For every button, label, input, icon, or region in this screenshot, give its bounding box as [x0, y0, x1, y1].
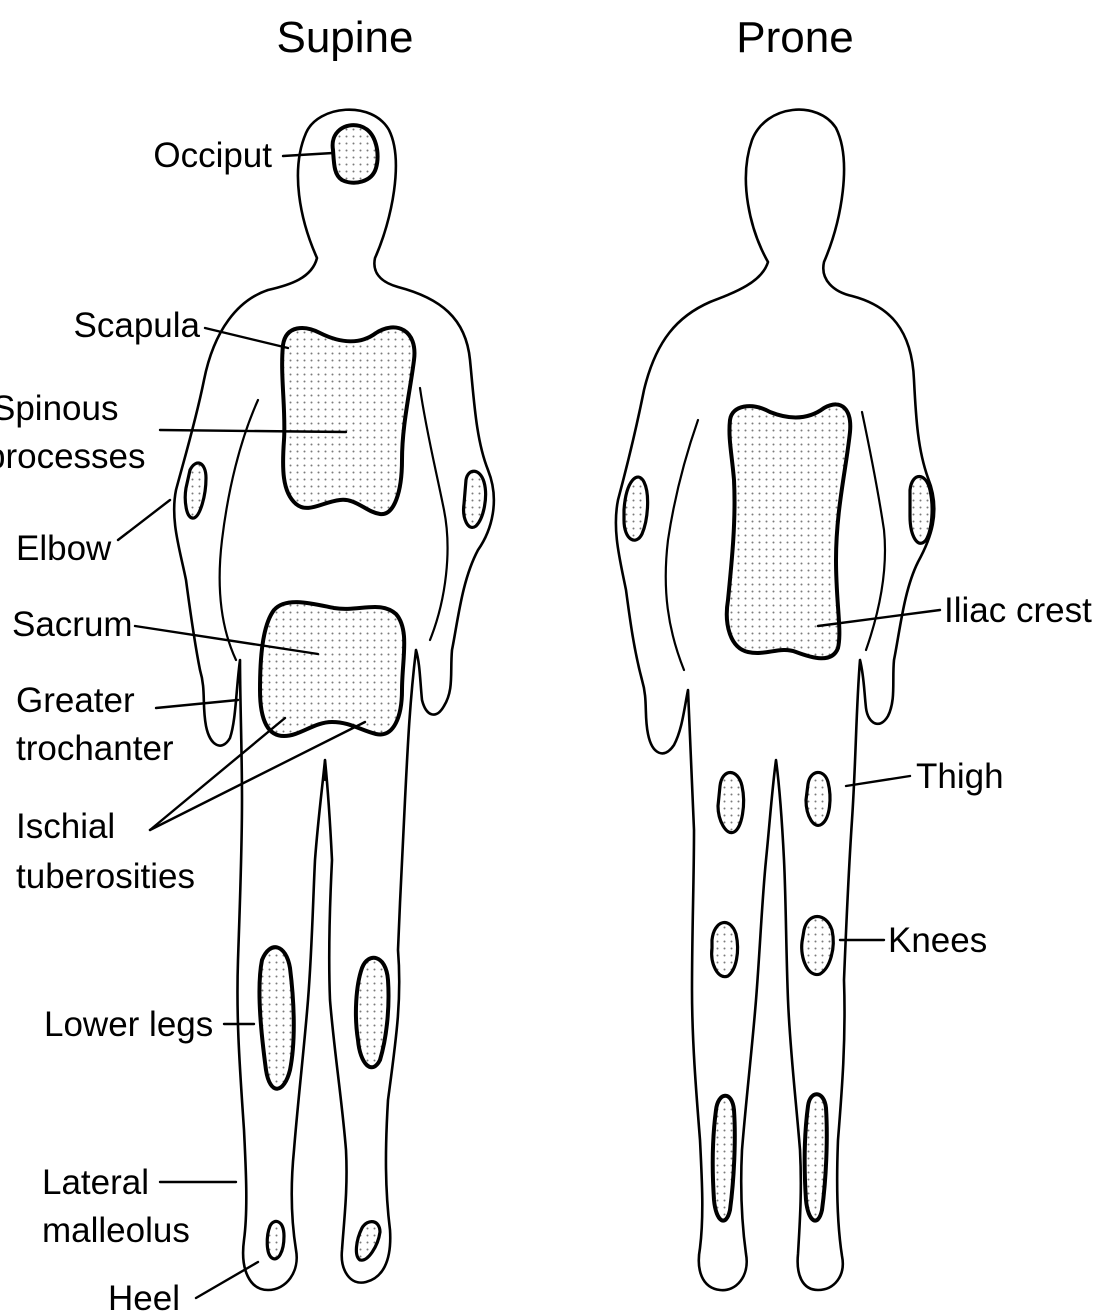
greater-trochanter-label-line1: Greater	[16, 681, 135, 720]
ischial-label-line2: tuberosities	[16, 857, 195, 896]
prone-body-outline	[616, 110, 934, 1291]
lower-legs-label: Lower legs	[44, 1005, 213, 1044]
greater-trochanter-label-line2: trochanter	[16, 729, 174, 768]
prone-left-elbow-zone	[624, 477, 648, 540]
thigh-label: Thigh	[916, 757, 1004, 796]
supine-figure	[174, 110, 494, 1290]
prone-right-shin-zone	[805, 1094, 827, 1220]
supine-labels: Occiput Scapula Spinous processes Elbow …	[0, 136, 272, 1316]
knees-label: Knees	[888, 921, 987, 960]
occiput-leader	[283, 153, 333, 156]
prone-left-knee-zone	[712, 923, 738, 977]
supine-right-elbow-zone	[464, 471, 486, 527]
supine-right-heel-zone	[356, 1222, 380, 1261]
prone-right-thigh-zone	[806, 772, 830, 825]
ischial-label-line1: Ischial	[16, 807, 115, 846]
scapula-spinous-zone	[282, 327, 414, 514]
prone-labels: Iliac crest Thigh Knees	[888, 591, 1092, 960]
lateral-malleolus-label-line1: Lateral	[42, 1163, 149, 1202]
supine-right-lower-leg-zone	[356, 958, 389, 1067]
supine-left-arm-inner-line	[220, 400, 258, 660]
prone-back-iliac-zone	[727, 404, 850, 658]
supine-left-lower-leg-zone	[259, 947, 293, 1089]
greater-trochanter-leader	[156, 700, 238, 708]
prone-left-arm-inner-line	[666, 420, 698, 670]
elbow-label: Elbow	[16, 529, 112, 568]
prone-figure	[616, 110, 934, 1291]
heel-label: Heel	[108, 1279, 180, 1316]
supine-left-heel-zone	[267, 1221, 284, 1258]
iliac-crest-label: Iliac crest	[944, 591, 1092, 630]
prone-right-knee-zone	[802, 917, 834, 975]
prone-left-shin-zone	[713, 1096, 735, 1221]
lateral-malleolus-label-line2: malleolus	[42, 1211, 190, 1250]
supine-left-elbow-zone	[185, 463, 206, 518]
prone-right-elbow-zone	[910, 477, 932, 544]
elbow-leader	[118, 500, 170, 540]
spinous-label-line1: Spinous	[0, 389, 118, 428]
occiput-zone	[333, 125, 378, 183]
scapula-label: Scapula	[74, 306, 201, 345]
sacrum-zone	[260, 602, 404, 736]
prone-left-thigh-zone	[718, 773, 744, 833]
prone-right-arm-inner-line	[862, 412, 885, 650]
prone-title: Prone	[736, 13, 853, 62]
ischial-leader-2	[150, 722, 365, 830]
supine-title: Supine	[276, 13, 413, 62]
occiput-label: Occiput	[153, 136, 272, 175]
supine-right-arm-inner-line	[420, 388, 448, 640]
spinous-label-line2: processes	[0, 437, 146, 476]
sacrum-label: Sacrum	[12, 605, 133, 644]
